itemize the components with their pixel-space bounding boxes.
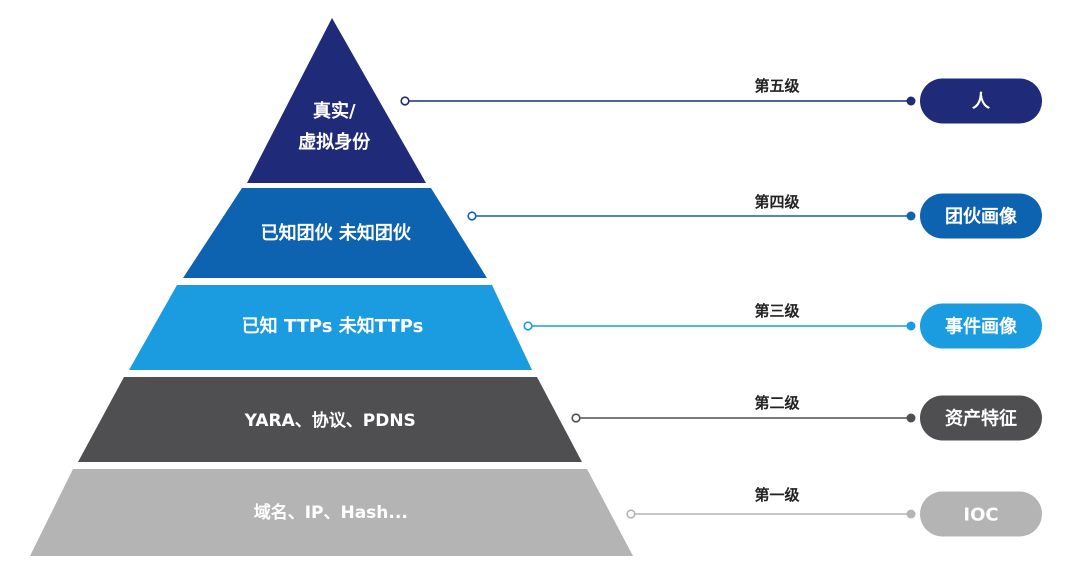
level-label: 第三级 — [754, 302, 800, 320]
pyramid-layer-label: YARA、协议、PDNS — [244, 410, 416, 431]
pyramid-layer-label: 真实/ — [313, 100, 356, 122]
connector-end-dot — [906, 509, 916, 519]
pyramid-layer-label: 域名、IP、Hash... — [254, 502, 408, 523]
category-pill — [920, 491, 1042, 537]
pyramid-layer-2 — [183, 188, 487, 278]
category-pill — [920, 193, 1042, 239]
pyramid-layer-3 — [129, 285, 532, 370]
connector-start-dot — [571, 413, 581, 423]
category-pill — [920, 78, 1042, 124]
connector-start-dot — [626, 509, 636, 519]
category-pill-label: 事件画像 — [945, 316, 1018, 338]
category-pill-label: IOC — [963, 505, 998, 526]
pyramid-layer-label: 已知团伙 未知团伙 — [261, 222, 412, 244]
level-label: 第二级 — [754, 394, 800, 412]
connector-end-dot — [906, 211, 916, 221]
category-pill-label: 团伙画像 — [945, 207, 1018, 228]
connector-start-dot — [400, 96, 410, 106]
level-label: 第五级 — [754, 77, 800, 95]
pyramid-layer-5 — [30, 469, 633, 556]
category-pill — [920, 303, 1042, 349]
pyramid-layer-1 — [247, 18, 426, 183]
pyramid-layer-label: 虚拟身份 — [298, 131, 371, 153]
category-pill-label: 资产特征 — [945, 408, 1017, 430]
connector-start-dot — [523, 321, 533, 331]
category-pill-label: 人 — [972, 92, 991, 113]
connector-end-dot — [906, 413, 916, 423]
level-label: 第一级 — [754, 486, 800, 504]
level-label: 第四级 — [754, 193, 800, 211]
category-pill — [920, 395, 1042, 441]
pyramid-layer-4 — [78, 377, 582, 462]
pyramid-layer-label: 已知 TTPs 未知TTPs — [242, 315, 424, 337]
connector-start-dot — [467, 211, 477, 221]
connector-end-dot — [906, 321, 916, 331]
connector-end-dot — [906, 96, 916, 106]
